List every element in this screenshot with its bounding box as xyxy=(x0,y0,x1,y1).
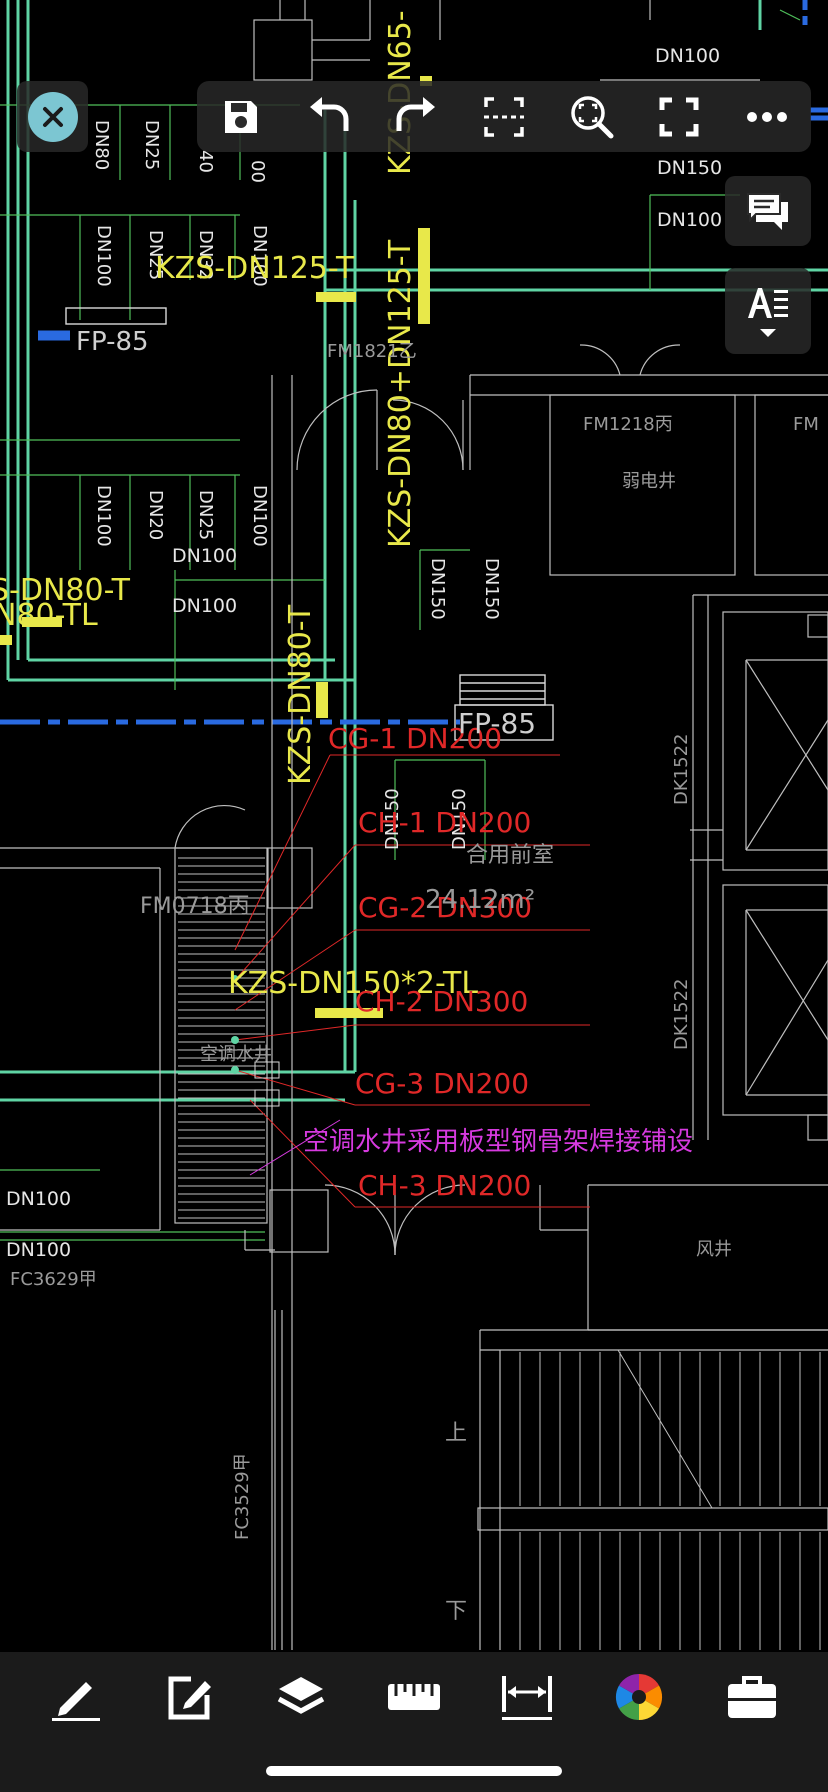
label-dn25-vertical: DN25 xyxy=(145,230,166,280)
text-style-icon xyxy=(748,288,788,318)
label-kzs-dn80-dn125-t: KZS-DN80+DN125-T xyxy=(383,239,418,548)
label-dn150-vertical: DN150 xyxy=(449,788,470,850)
undo-button[interactable] xyxy=(298,86,360,148)
label-dn25-vertical: DN25 xyxy=(195,490,216,540)
close-icon xyxy=(27,91,78,142)
label-40-vertical: 40 xyxy=(195,150,216,173)
label-00-vertical: 00 xyxy=(247,160,268,183)
label-dn80-vertical: DN80 xyxy=(91,120,112,170)
label-dn100-vertical: DN100 xyxy=(93,225,114,287)
label-dn100-vertical: DN100 xyxy=(93,485,114,547)
label-dn150-vertical: DN150 xyxy=(481,558,502,620)
label-up: 上 xyxy=(445,1421,467,1446)
label-dn100: DN100 xyxy=(657,209,722,231)
label-dk1522: DK1522 xyxy=(671,734,692,805)
redo-button[interactable] xyxy=(385,86,447,148)
label-fp-85: FP-85 xyxy=(458,707,536,740)
label-fm-right: FM xyxy=(793,414,819,435)
label-cg-3: CG-3 DN200 xyxy=(355,1067,529,1100)
label-dn100-vertical: DN100 xyxy=(249,485,270,547)
stair-treads-right xyxy=(519,1349,821,1650)
label-fc3529: FC3529甲 xyxy=(232,1453,253,1540)
save-icon xyxy=(224,100,257,133)
label-fp-85: FP-85 xyxy=(76,327,149,357)
label-fm1821: FM1821乙 xyxy=(327,341,417,362)
zoom-window-icon xyxy=(570,95,614,138)
label-kzs-dn80-t-vertical: KZS-DN80-T xyxy=(283,604,318,785)
undo-icon xyxy=(309,96,349,131)
toolbox-icon xyxy=(727,1676,776,1718)
edit-icon xyxy=(168,1676,211,1720)
label-dn100: DN100 xyxy=(6,1239,71,1261)
label-dk1522: DK1522 xyxy=(671,979,692,1050)
top-toolbar xyxy=(197,81,811,152)
note-ac-shaft-steel-frame: 空调水井采用板型钢骨架焊接铺设 xyxy=(303,1127,693,1157)
edit-button[interactable] xyxy=(154,1662,224,1732)
label-shared-lobby: 合用前室 xyxy=(466,843,554,868)
ruler-icon xyxy=(387,1684,440,1710)
more-button[interactable] xyxy=(736,86,798,148)
label-dn100: DN100 xyxy=(6,1188,71,1210)
label-fm1218: FM1218丙 xyxy=(583,414,673,435)
label-dn32-vertical: DN32 xyxy=(195,230,216,280)
label-dn150-vertical: DN150 xyxy=(382,788,403,850)
label-dn80-t: S-DN80-T xyxy=(0,573,131,608)
fullscreen-button[interactable] xyxy=(648,86,710,148)
label-fm0718: FM0718丙 xyxy=(140,894,250,919)
layers-button[interactable] xyxy=(266,1662,336,1732)
label-dn20-vertical: DN20 xyxy=(145,490,166,540)
label-cg-1: CG-1 DN200 xyxy=(328,722,502,755)
label-dn100: DN100 xyxy=(172,545,237,567)
label-ac-water-shaft: 空调水井 xyxy=(200,1044,272,1065)
label-kzs-dn150x2-tl: KZS-DN150*2-TL xyxy=(228,966,478,1001)
comments-button[interactable] xyxy=(725,176,811,246)
measure-button[interactable] xyxy=(379,1662,449,1732)
label-dn25-vertical: DN25 xyxy=(141,120,162,170)
label-kzs-dn125-t: KZS-DN125-T xyxy=(155,251,355,286)
region-select-icon xyxy=(483,96,524,137)
sketch-button[interactable] xyxy=(41,1662,111,1732)
pencil-icon xyxy=(52,1682,101,1721)
stair-treads-left xyxy=(178,857,265,1219)
color-wheel-icon xyxy=(616,1673,663,1721)
label-n80-tl: N80-TL xyxy=(0,598,98,633)
label-down: 下 xyxy=(445,1599,467,1624)
label-ch-1: CH-1 DN200 xyxy=(358,806,531,839)
label-weak-current-shaft: 弱电井 xyxy=(622,471,676,492)
label-ch-2: CH-2 DN300 xyxy=(355,985,528,1018)
region-select-button[interactable] xyxy=(473,86,535,148)
fullscreen-icon xyxy=(659,97,699,136)
chevron-down-icon xyxy=(760,329,776,337)
home-indicator xyxy=(266,1766,562,1776)
comments-icon xyxy=(747,193,788,230)
zoom-window-button[interactable] xyxy=(561,86,623,148)
label-dn100: DN100 xyxy=(655,45,720,67)
label-wind-shaft: 风井 xyxy=(696,1239,732,1260)
more-icon xyxy=(747,111,788,122)
label-dn100-vertical: DN100 xyxy=(249,225,270,287)
label-dn150-vertical: DN150 xyxy=(427,558,448,620)
save-button[interactable] xyxy=(210,86,272,148)
layers-icon xyxy=(278,1677,325,1714)
label-fc3629: FC3629甲 xyxy=(10,1269,97,1290)
bottom-toolbar xyxy=(0,1652,828,1792)
label-dn100: DN100 xyxy=(172,595,237,617)
tools-button[interactable] xyxy=(717,1662,787,1732)
dimension-icon xyxy=(501,1676,552,1720)
color-button[interactable] xyxy=(604,1662,674,1732)
close-button[interactable] xyxy=(17,81,88,152)
label-dn150: DN150 xyxy=(657,157,722,179)
text-style-button[interactable] xyxy=(725,268,811,354)
redo-icon xyxy=(396,96,436,131)
label-ch-3: CH-3 DN200 xyxy=(358,1169,531,1202)
label-cg-2: CG-2 DN300 xyxy=(358,891,532,924)
label-area: 24.12m² xyxy=(425,885,535,915)
dimension-button[interactable] xyxy=(492,1662,562,1732)
